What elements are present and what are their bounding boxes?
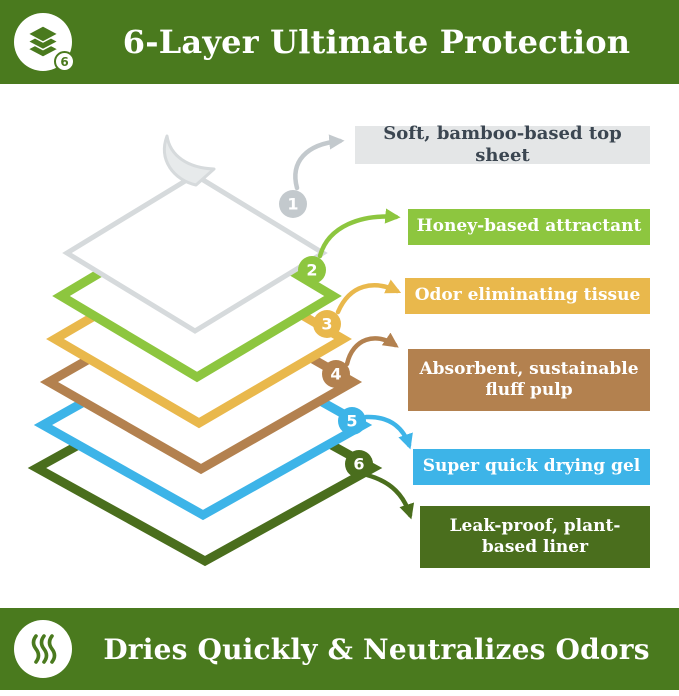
- layer-number-6: 6: [345, 450, 373, 478]
- layer-label-fluff-pulp: Absorbent, sustainable fluff pulp: [408, 349, 650, 411]
- svg-text:1: 1: [287, 195, 298, 214]
- layer-arrow-3: [335, 279, 402, 315]
- layer-number-2: 2: [298, 256, 326, 284]
- layer-number-4: 4: [322, 360, 350, 388]
- svg-text:6: 6: [353, 455, 364, 474]
- layer-arrow-6: [364, 472, 415, 520]
- svg-text:4: 4: [330, 365, 341, 384]
- header-banner: 6 6-Layer Ultimate Protection: [0, 0, 679, 84]
- stacked-layers-icon: [27, 25, 59, 58]
- page-curl: [162, 134, 216, 187]
- layer-label-text: Leak-proof, plant-based liner: [449, 515, 621, 557]
- layer-arrow-5: [363, 414, 413, 450]
- layer-number-5: 5: [338, 407, 366, 435]
- layer-number-3: 3: [313, 310, 341, 338]
- layer-label-liner: Leak-proof, plant-based liner: [420, 506, 650, 568]
- layer-label-text: Soft, bamboo-based top sheet: [383, 122, 622, 167]
- layer-arrow-2: [317, 208, 401, 259]
- layer-label-text: Super quick drying gel: [422, 456, 641, 477]
- svg-text:2: 2: [306, 261, 317, 280]
- layer-arrow-4: [344, 332, 399, 367]
- layer-count-badge: 6: [54, 51, 75, 72]
- layer-count-value: 6: [60, 54, 69, 69]
- footer-icon-circle: [14, 620, 72, 678]
- layer-sheet-1: [62, 172, 328, 334]
- header-icon-circle: 6: [14, 13, 75, 72]
- layer-label-attractant: Honey-based attractant: [408, 209, 650, 245]
- layer-label-drying-gel: Super quick drying gel: [413, 449, 650, 485]
- layer-stack-illustration: 1 2 3 4 5 6: [27, 134, 415, 567]
- layer-label-text: Odor eliminating tissue: [414, 285, 641, 306]
- layer-diagram: 1 2 3 4 5 6 Soft, bamboo-based top sheet…: [0, 84, 679, 608]
- svg-text:5: 5: [346, 412, 357, 431]
- footer-title: Dries Quickly & Neutralizes Odors: [103, 632, 650, 666]
- layer-arrow-1: [293, 134, 345, 191]
- layer-label-odor-tissue: Odor eliminating tissue: [405, 278, 650, 314]
- layer-label-text: Honey-based attractant: [416, 216, 642, 237]
- svg-text:3: 3: [321, 315, 332, 334]
- layer-number-1: 1: [279, 190, 307, 218]
- header-title: 6-Layer Ultimate Protection: [122, 23, 631, 61]
- layer-label-text: Absorbent, sustainable fluff pulp: [419, 358, 639, 400]
- odor-waves-icon: [31, 634, 57, 664]
- footer-banner: Dries Quickly & Neutralizes Odors: [0, 608, 679, 690]
- layer-label-top-sheet: Soft, bamboo-based top sheet: [355, 123, 650, 166]
